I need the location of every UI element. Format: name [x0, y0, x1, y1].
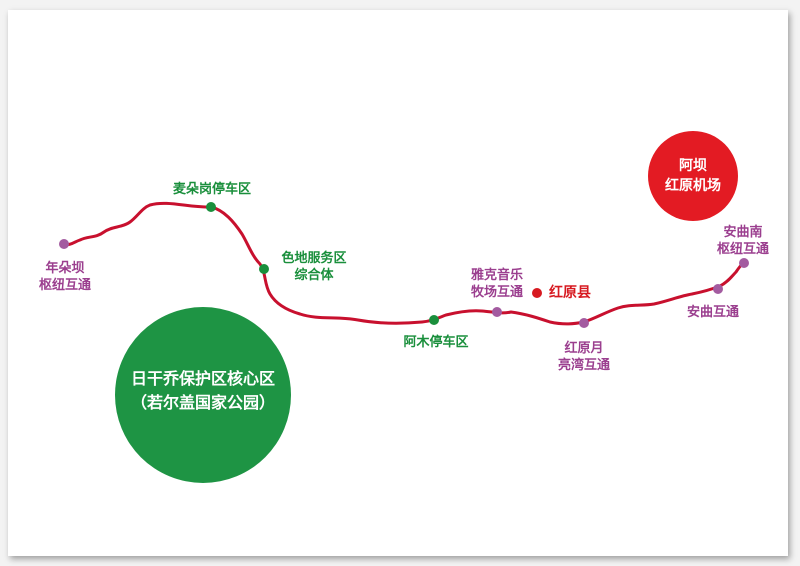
anqu-line1: 安曲互通 [686, 305, 739, 320]
hongyuan-county-line1: 红原县 [549, 285, 591, 301]
hongyuanyue-interchange-dot [579, 318, 589, 328]
hongyuan-county-label: 红原县 [549, 285, 609, 302]
nianduoba-interchange-dot [59, 239, 69, 249]
hongyuanyue-line2: 亮湾互通 [557, 358, 610, 373]
anqunan-interchange-label: 安曲南 枢纽互通 [708, 224, 778, 258]
sedi-service-dot [259, 264, 269, 274]
yake-interchange-dot [492, 307, 502, 317]
reserve-label-line2: （若尔盖国家公园） [130, 393, 275, 412]
yake-interchange-label: 雅克音乐 牧场互通 [462, 267, 532, 301]
maiduogang-parking-dot [206, 202, 216, 212]
amu-line1: 阿木停车区 [403, 335, 469, 350]
yake-line1: 雅克音乐 [470, 268, 523, 283]
airport-circle [648, 131, 738, 221]
hongyuanyue-interchange-label: 红原月 亮湾互通 [552, 340, 616, 374]
maiduogang-line1: 麦朵岗停车区 [172, 182, 251, 197]
amu-parking-dot [429, 315, 439, 325]
nianduoba-line2: 枢纽互通 [38, 278, 91, 293]
anqu-interchange-dot [713, 284, 723, 294]
airport-label-line1: 阿坝 [679, 158, 707, 174]
sedi-line2: 综合体 [294, 268, 334, 283]
anqu-interchange-label: 安曲互通 [678, 304, 748, 321]
sedi-line1: 色地服务区 [281, 251, 347, 266]
anqunan-line1: 安曲南 [723, 225, 763, 240]
route-map [59, 131, 749, 483]
nianduoba-interchange-label: 年朵坝 枢纽互通 [34, 260, 96, 294]
amu-parking-label: 阿木停车区 [396, 334, 476, 351]
sedi-service-label: 色地服务区 综合体 [274, 250, 354, 284]
hongyuan-county-dot [532, 288, 542, 298]
expressway-route-line [62, 201, 746, 326]
airport-label-line2: 红原机场 [665, 178, 721, 194]
anqunan-interchange-dot [739, 258, 749, 268]
reserve-label-line1: 日干乔保护区核心区 [130, 369, 275, 388]
nianduoba-line1: 年朵坝 [45, 261, 85, 276]
reserve-label: 日干乔保护区核心区 （若尔盖国家公园） [115, 367, 291, 415]
maiduogang-parking-label: 麦朵岗停车区 [156, 181, 268, 198]
reserve-area-circle [115, 307, 291, 483]
map-frame: 日干乔保护区核心区 （若尔盖国家公园） 阿坝 红原机场 年朵坝 枢纽互通 麦朵岗… [8, 10, 788, 556]
airport-label: 阿坝 红原机场 [648, 156, 738, 196]
yake-line2: 牧场互通 [470, 285, 523, 300]
anqunan-line2: 枢纽互通 [716, 242, 769, 257]
hongyuanyue-line1: 红原月 [564, 341, 604, 356]
